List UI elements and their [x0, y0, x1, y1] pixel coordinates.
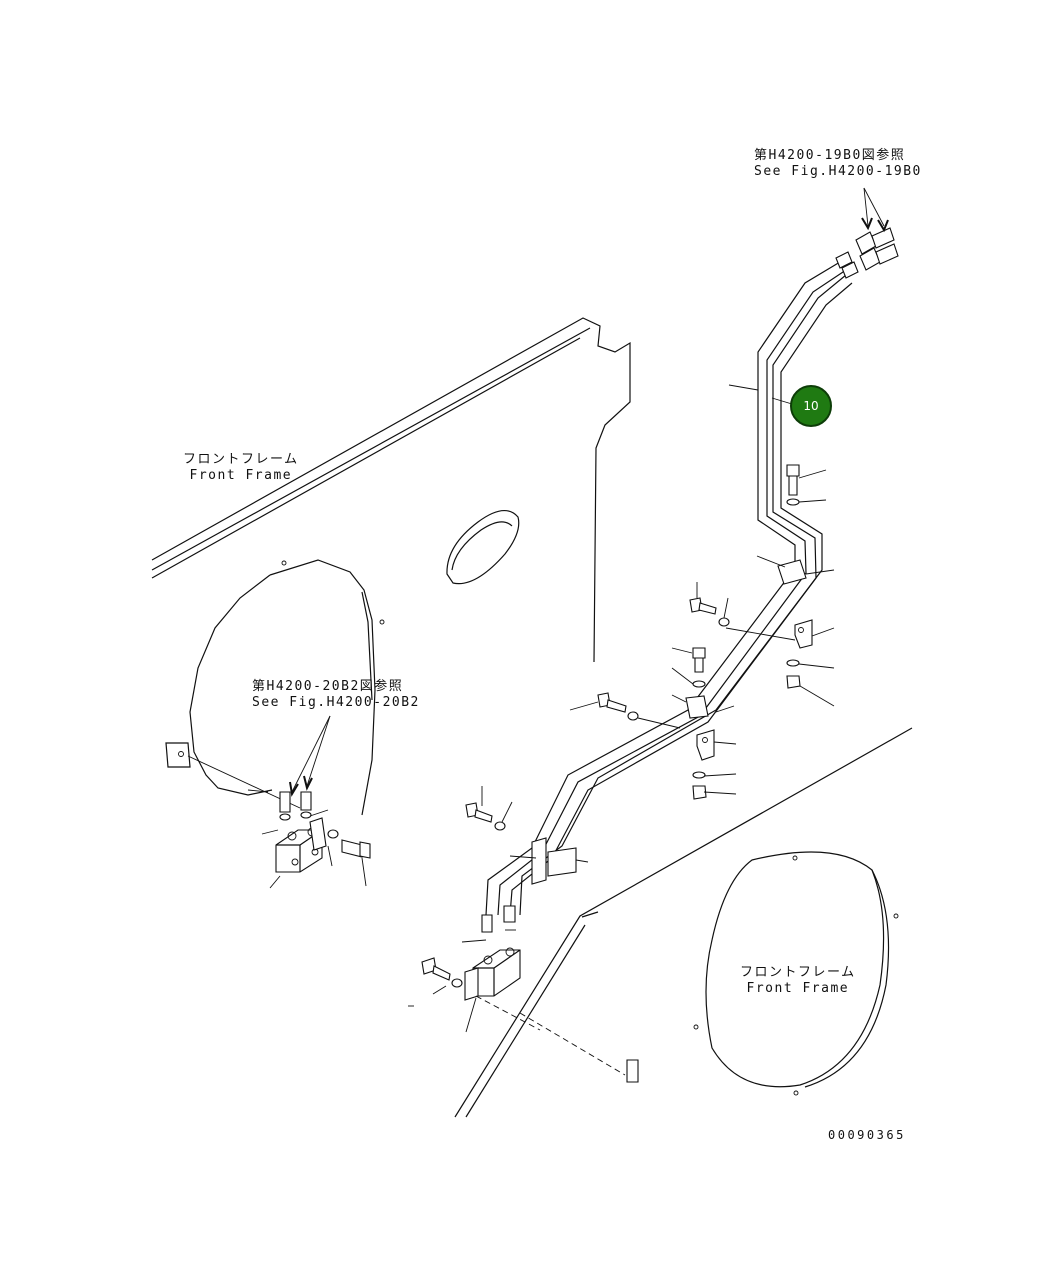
junction-block-left: [275, 791, 371, 873]
reference-note-left: 第H4200-20B2図参照 See Fig.H4200-20B2: [252, 679, 420, 711]
reference-note-top-en: See Fig.H4200-19B0: [754, 164, 922, 179]
front-frame-label-upper-jp: フロントフレーム: [183, 452, 299, 467]
fasteners: [465, 464, 801, 831]
reference-note-top: 第H4200-19B0図参照 See Fig.H4200-19B0: [754, 148, 922, 180]
mounting-brackets: [547, 619, 813, 877]
front-frame-label-upper-en: Front Frame: [189, 468, 293, 483]
document-number: 00090365: [828, 1128, 906, 1142]
front-frame-label-lower: フロントフレーム Front Frame: [740, 965, 856, 997]
reference-arrows: [289, 187, 889, 797]
leader-lines: [247, 384, 835, 1033]
reference-note-top-jp: 第H4200-19B0図参照: [754, 148, 906, 163]
front-frame-label-lower-jp: フロントフレーム: [740, 965, 856, 980]
reference-note-left-jp: 第H4200-20B2図参照: [252, 679, 404, 694]
tube-assembly: [481, 227, 899, 933]
front-frame-upper: [151, 317, 631, 663]
junction-block-right: [421, 947, 639, 1083]
part-callout-10[interactable]: 10: [790, 385, 832, 427]
front-frame-label-upper: フロントフレーム Front Frame: [183, 452, 299, 484]
front-frame-lower: [454, 727, 913, 1118]
reference-note-left-en: See Fig.H4200-20B2: [252, 695, 420, 710]
front-frame-label-lower-en: Front Frame: [746, 981, 850, 996]
